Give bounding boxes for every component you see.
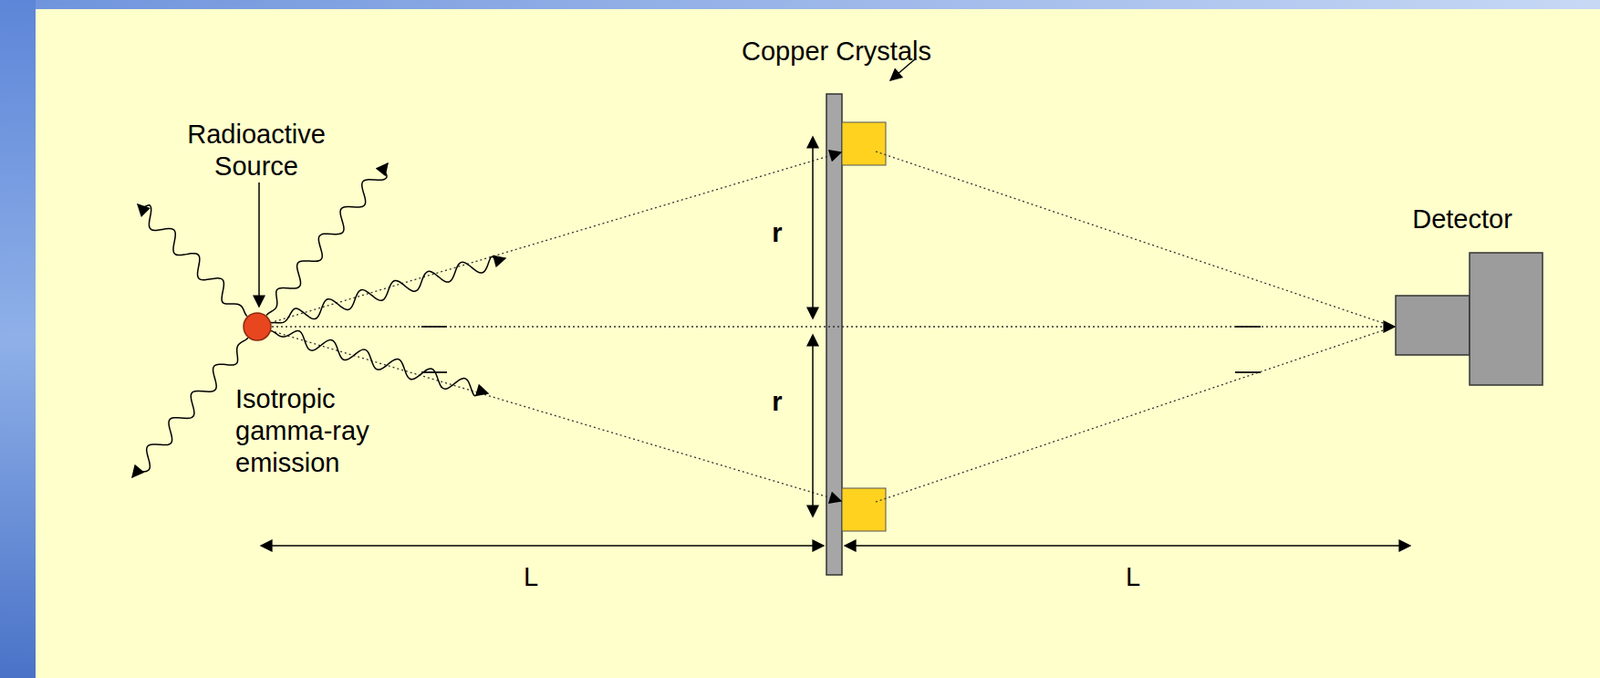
- node-label: Radioactive Source: [160, 118, 353, 183]
- side-strip: [0, 0, 36, 678]
- gamma-ray: [266, 163, 388, 315]
- note-label: Isotropic gamma-ray emission: [235, 383, 373, 478]
- dimension-arrow: [811, 136, 814, 517]
- node-label: Detector: [1371, 203, 1554, 236]
- top-band: [0, 0, 1600, 10]
- radioactive-source: Radioactive Source: [242, 311, 272, 342]
- copper-crystal: [841, 122, 886, 166]
- tick-mark: [421, 326, 1261, 373]
- dimension-label: L: [1125, 561, 1141, 593]
- dimension-label: r: [771, 385, 782, 418]
- dimension-label: L: [523, 561, 539, 593]
- dimension-arrow: [260, 544, 1411, 547]
- copper-crystal: [841, 488, 886, 531]
- gamma-ray: [137, 204, 248, 317]
- node-shape: [1395, 252, 1543, 385]
- mounting-plate: [826, 93, 842, 575]
- ray-path: [271, 325, 1395, 327]
- node-shape: [242, 311, 272, 342]
- ray-path: [257, 151, 1394, 502]
- leader-arrow: [258, 182, 260, 307]
- detector: Detector: [1395, 252, 1543, 385]
- gamma-ray: [132, 337, 249, 478]
- part-label: Copper Crystals: [741, 35, 932, 68]
- dimension-label: r: [771, 217, 782, 250]
- gamma-ray: [270, 256, 506, 323]
